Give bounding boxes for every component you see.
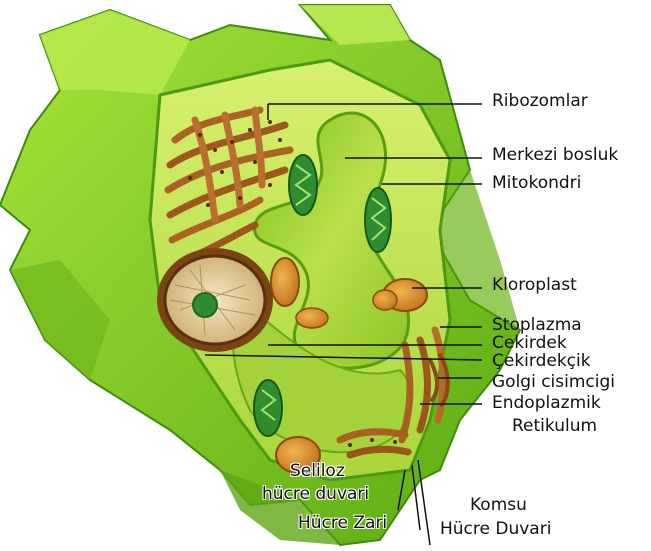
label-komsu: Komsu <box>470 497 527 514</box>
label-ribozomlar: Ribozomlar <box>492 93 588 110</box>
label-hucre-zari: Hücre Zari <box>298 515 387 532</box>
label-stoplazma: Stoplazma <box>492 317 582 334</box>
label-seliloz: Seliloz <box>290 463 345 480</box>
label-endoplazmik: Endoplazmik <box>492 395 601 412</box>
label-kloroplast: Kloroplast <box>492 277 577 294</box>
nucleolus <box>193 293 217 317</box>
label-cekirdekcik: Çekirdekçik <box>492 353 591 370</box>
label-komsu-hucre-duvari: Hücre Duvari <box>440 521 551 538</box>
label-hucre-duvari: hücre duvari <box>262 486 369 503</box>
label-golgi: Golgi cisimcigi <box>492 374 615 391</box>
label-merkezi-bosluk: Merkezi bosluk <box>492 147 618 164</box>
label-retikulum: Retikulum <box>512 418 597 435</box>
label-cekirdek: Cekirdek <box>492 335 567 352</box>
label-mitokondri: Mitokondri <box>492 175 581 192</box>
